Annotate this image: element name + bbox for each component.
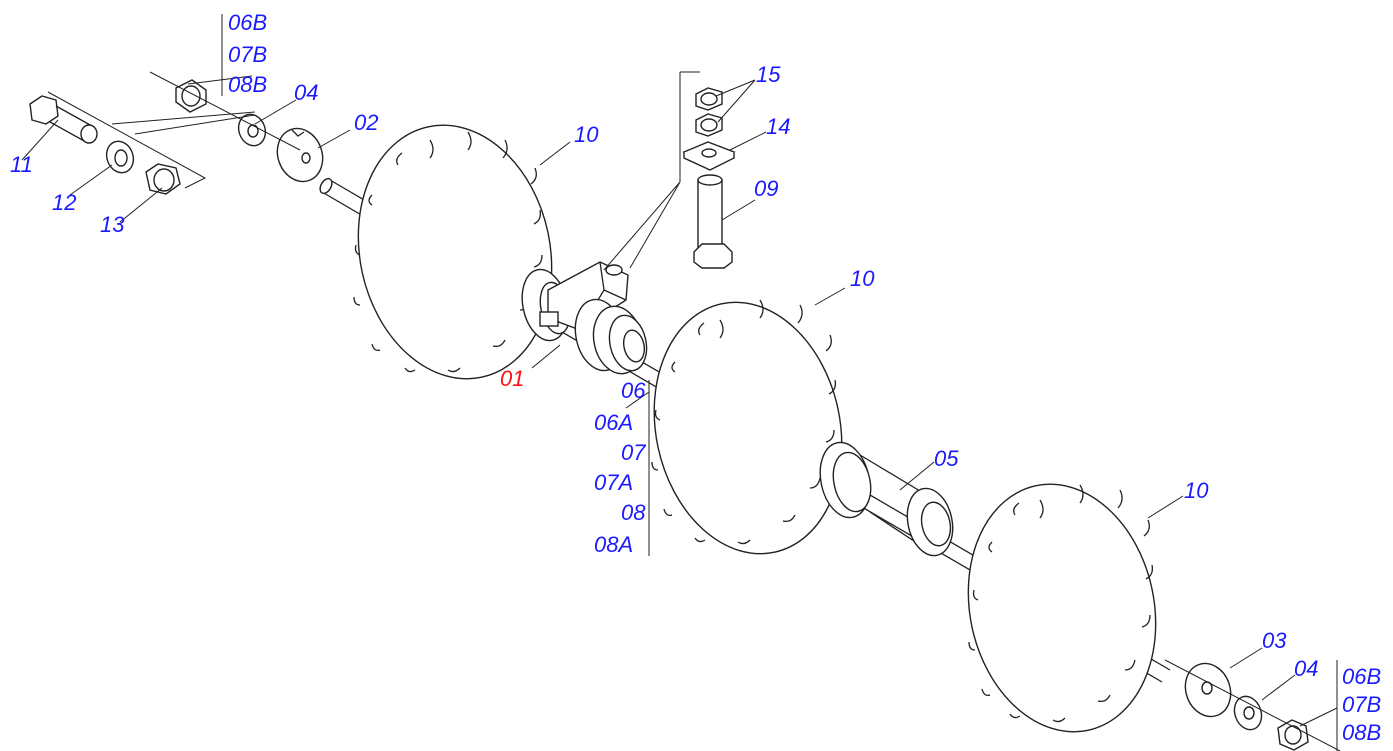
label-03[interactable]: 03	[1262, 628, 1287, 653]
label-09[interactable]: 09	[754, 176, 778, 201]
leader-nut-axis	[149, 71, 301, 151]
leader-bolt-09-group	[603, 71, 700, 271]
disc-blade-3[interactable]	[946, 467, 1178, 750]
label-12[interactable]: 12	[52, 190, 76, 215]
hex-nuts-15[interactable]	[695, 87, 723, 137]
tab-washer-04-top[interactable]	[234, 111, 269, 150]
leader-end-axis	[1164, 659, 1341, 751]
hex-nut-top[interactable]	[175, 79, 207, 113]
label-10-b[interactable]: 10	[850, 266, 875, 291]
label-06b-top[interactable]: 06B	[228, 10, 267, 35]
label-06a[interactable]: 06A	[594, 410, 633, 435]
label-06b-bottom[interactable]: 06B	[1342, 664, 1381, 689]
collar-02[interactable]	[270, 122, 330, 188]
label-05[interactable]: 05	[934, 446, 959, 471]
label-02[interactable]: 02	[354, 110, 378, 135]
bearing-hub-01[interactable]	[516, 261, 651, 378]
leader-bolt-group	[47, 91, 256, 189]
label-04-bottom[interactable]: 04	[1294, 656, 1318, 681]
label-07b-bottom[interactable]: 07B	[1342, 692, 1381, 717]
label-08b-top[interactable]: 08B	[228, 72, 267, 97]
label-13[interactable]: 13	[100, 212, 125, 237]
square-plate-14[interactable]	[682, 141, 736, 171]
part-labels: 06B 07B 08B 04 02 10 11 12 13 15 14 09 1…	[10, 10, 1381, 745]
bolt-11[interactable]	[29, 95, 98, 144]
leader-lines	[21, 75, 1338, 727]
label-04-top[interactable]: 04	[294, 80, 318, 105]
tab-washer-04-bottom[interactable]	[1230, 693, 1266, 734]
label-10-c[interactable]: 10	[1184, 478, 1209, 503]
label-11[interactable]: 11	[10, 152, 33, 177]
bolt-09[interactable]	[693, 174, 733, 269]
label-10-a[interactable]: 10	[574, 122, 599, 147]
disc-blade-2[interactable]	[632, 285, 865, 572]
spacer-05[interactable]	[814, 438, 959, 560]
label-06[interactable]: 06	[621, 378, 646, 403]
flat-washer-12[interactable]	[102, 138, 137, 177]
label-08b-bottom[interactable]: 08B	[1342, 720, 1381, 745]
disc-blade-1[interactable]	[335, 107, 574, 397]
label-15[interactable]: 15	[756, 62, 781, 87]
label-08a[interactable]: 08A	[594, 532, 633, 557]
hex-nut-13[interactable]	[145, 163, 181, 195]
label-14[interactable]: 14	[766, 114, 790, 139]
label-brackets	[221, 14, 1338, 751]
label-08[interactable]: 08	[621, 500, 646, 525]
label-07a[interactable]: 07A	[594, 470, 633, 495]
label-07[interactable]: 07	[621, 440, 646, 465]
label-01-selected[interactable]: 01	[500, 366, 524, 391]
collar-03[interactable]	[1178, 657, 1238, 723]
label-07b-top[interactable]: 07B	[228, 42, 267, 67]
